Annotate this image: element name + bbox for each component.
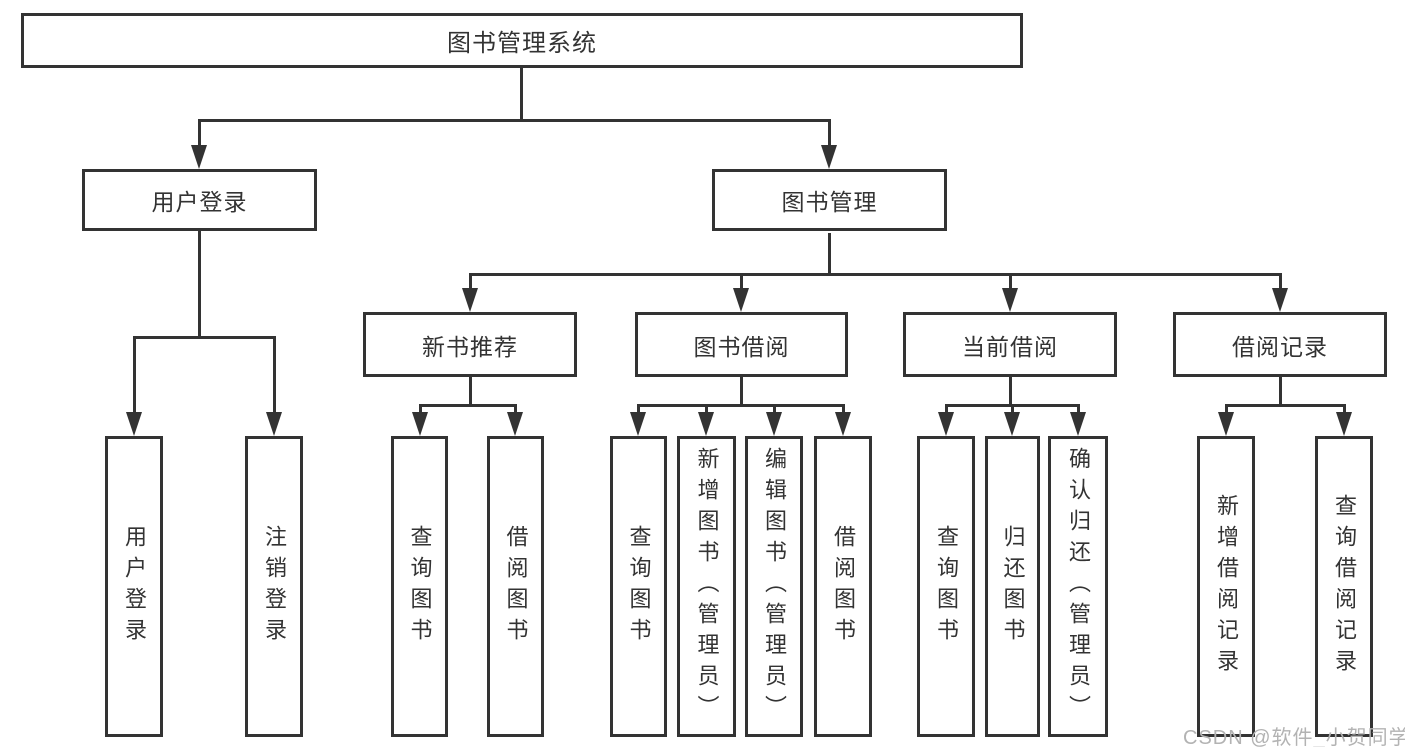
leaf-cb-return-book: 归还图书 (985, 436, 1040, 737)
connector-borrow-rec-split (1225, 404, 1346, 407)
node-new-book-rec: 新书推荐 (363, 312, 577, 377)
node-book-mgmt: 图书管理 (712, 169, 947, 231)
node-root-system: 图书管理系统 (21, 13, 1023, 68)
connector-cb-confirm-drop (1077, 404, 1080, 413)
node-book-borrow: 图书借阅 (635, 312, 848, 377)
connector-bb-borrow-drop (842, 404, 845, 413)
leaf-bb-query-book-label: 查询图书 (626, 524, 652, 649)
arrow-to-bb-edit (766, 412, 782, 436)
connector-new-book-split (419, 404, 517, 407)
arrow-to-cb-query (938, 412, 954, 436)
arrow-to-nb-query (412, 412, 428, 436)
leaf-cb-return-book-label: 归还图书 (1000, 524, 1026, 649)
csdn-watermark: CSDN @软件_小贺同学 (1183, 727, 1405, 747)
arrow-to-nb-borrow (507, 412, 523, 436)
connector-book-borrow-stem (740, 377, 743, 404)
connector-user-login-drop (198, 119, 201, 147)
connector-book-mgmt-split (469, 273, 1282, 276)
node-user-login: 用户登录 (82, 169, 317, 231)
node-book-borrow-label: 图书借阅 (693, 333, 790, 360)
leaf-bb-edit-book-label: 编辑图书（管理员） (762, 447, 787, 726)
connector-cur-borrow-drop (1009, 273, 1012, 289)
connector-br-add-drop (1225, 404, 1228, 413)
connector-book-mgmt-stem (828, 233, 831, 273)
arrow-to-cb-return (1004, 412, 1020, 436)
node-book-mgmt-label: 图书管理 (781, 189, 878, 215)
connector-root-split (198, 119, 830, 122)
leaf-br-add-record: 新增借阅记录 (1197, 436, 1255, 737)
connector-nb-borrow-drop (514, 404, 517, 413)
leaf-nb-query-book-label: 查询图书 (407, 524, 433, 649)
connector-ul-login-drop (133, 336, 136, 412)
connector-bb-edit-drop (773, 404, 776, 413)
leaf-nb-borrow-book-label: 借阅图书 (503, 524, 529, 649)
connector-bb-query-drop (637, 404, 640, 413)
leaf-bb-query-book: 查询图书 (610, 436, 667, 737)
connector-cb-return-drop (1011, 404, 1014, 413)
arrow-to-br-add (1218, 412, 1234, 436)
leaf-ul-user-login: 用户登录 (105, 436, 163, 737)
arrow-to-current-borrow (1002, 288, 1018, 312)
connector-book-borrow-split (637, 404, 845, 407)
leaf-bb-add-book-label: 新增图书（管理员） (694, 447, 720, 726)
leaf-cb-query-book-label: 查询图书 (934, 524, 959, 649)
arrow-to-book-borrow (733, 288, 749, 312)
leaf-br-query-record: 查询借阅记录 (1315, 436, 1373, 737)
leaf-nb-query-book: 查询图书 (391, 436, 448, 737)
node-current-borrow: 当前借阅 (903, 312, 1117, 377)
leaf-bb-add-book: 新增图书（管理员） (677, 436, 736, 737)
connector-new-book-stem (469, 377, 472, 404)
connector-ul-logout-drop (273, 336, 276, 412)
connector-nb-query-drop (419, 404, 422, 413)
connector-cb-query-drop (945, 404, 948, 413)
leaf-bb-borrow-book-label: 借阅图书 (831, 524, 856, 649)
arrow-to-bb-borrow (835, 412, 851, 436)
leaf-br-add-record-label: 新增借阅记录 (1214, 493, 1239, 680)
arrow-to-ul-logout (266, 412, 282, 436)
leaf-bb-edit-book: 编辑图书（管理员） (745, 436, 803, 737)
leaf-bb-borrow-book: 借阅图书 (814, 436, 872, 737)
connector-book-borrow-drop (740, 273, 743, 289)
arrow-to-ul-login (126, 412, 142, 436)
arrow-to-cb-confirm (1070, 412, 1086, 436)
leaf-cb-confirm-return: 确认归还（管理员） (1048, 436, 1108, 737)
arrow-to-br-query (1336, 412, 1352, 436)
connector-root-stem (520, 68, 523, 119)
arrow-to-bb-query (630, 412, 646, 436)
node-current-borrow-label: 当前借阅 (962, 333, 1058, 360)
connector-user-login-stem (198, 231, 201, 336)
connector-cur-borrow-stem (1009, 377, 1012, 404)
connector-bb-add-drop (705, 404, 708, 413)
connector-user-login-split (133, 336, 276, 339)
leaf-ul-user-login-label: 用户登录 (122, 524, 147, 649)
leaf-ul-logout: 注销登录 (245, 436, 303, 737)
node-root-label: 图书管理系统 (447, 30, 597, 57)
arrow-to-new-book-rec (462, 288, 478, 312)
leaf-ul-logout-label: 注销登录 (262, 524, 287, 649)
node-user-login-label: 用户登录 (151, 189, 248, 215)
connector-book-mgmt-drop (828, 119, 831, 147)
arrow-to-bb-add (698, 412, 714, 436)
connector-borrow-rec-stem (1279, 377, 1282, 404)
connector-br-query-drop (1343, 404, 1346, 413)
node-borrow-record-label: 借阅记录 (1232, 333, 1328, 360)
arrow-to-book-mgmt (821, 145, 837, 169)
node-new-book-rec-label: 新书推荐 (422, 333, 518, 360)
leaf-nb-borrow-book: 借阅图书 (487, 436, 544, 737)
node-borrow-record: 借阅记录 (1173, 312, 1387, 377)
leaf-cb-query-book: 查询图书 (917, 436, 975, 737)
leaf-br-query-record-label: 查询借阅记录 (1332, 493, 1357, 680)
leaf-cb-confirm-return-label: 确认归还（管理员） (1066, 447, 1091, 726)
arrow-to-user-login (191, 145, 207, 169)
arrow-to-borrow-record (1272, 288, 1288, 312)
connector-borrow-rec-drop (1279, 273, 1282, 289)
connector-new-book-drop (469, 273, 472, 289)
